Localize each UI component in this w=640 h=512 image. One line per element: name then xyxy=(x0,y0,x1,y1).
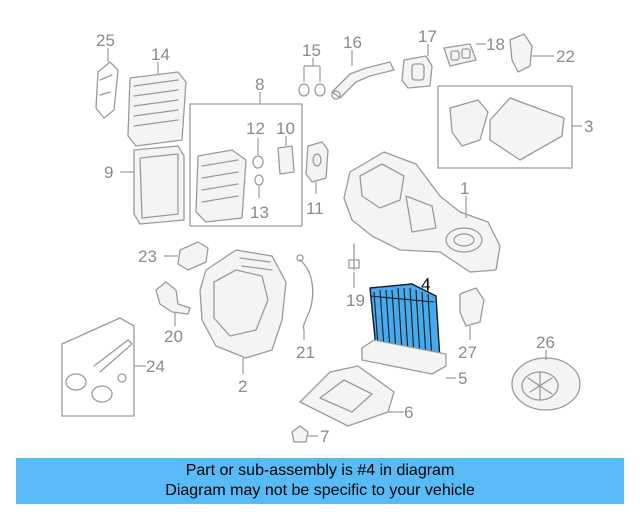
caption-banner: Part or sub-assembly is #4 in diagram Di… xyxy=(16,458,624,504)
part-16-pipe xyxy=(331,61,395,100)
part-26-blower-motor xyxy=(511,357,581,411)
callout-19: 19 xyxy=(346,291,365,310)
part-22-bracket xyxy=(509,33,533,73)
part-3-duct xyxy=(449,97,565,161)
caption-line-1: Part or sub-assembly is #4 in diagram xyxy=(185,462,455,479)
callout-25: 25 xyxy=(96,31,115,50)
part-1-housing xyxy=(343,151,501,273)
part-14-evaporator xyxy=(127,71,187,147)
callout-24: 24 xyxy=(146,357,165,376)
part-11-sensor xyxy=(305,141,329,183)
part-13-oring xyxy=(254,174,264,186)
part-10-valve xyxy=(277,145,295,175)
callout-22: 22 xyxy=(556,47,575,66)
part-6-cover xyxy=(299,365,395,427)
part-4-cabin-filter xyxy=(369,283,441,361)
part-17-gasket xyxy=(401,55,433,89)
callout-3: 3 xyxy=(584,117,593,136)
callout-21: 21 xyxy=(296,343,315,362)
callout-11: 11 xyxy=(306,199,324,218)
part-12-oring xyxy=(252,155,264,169)
callout-17: 17 xyxy=(418,27,437,46)
callout-23: 23 xyxy=(138,247,157,266)
part-23-motor xyxy=(177,241,209,271)
part-8-heater-core xyxy=(195,149,247,223)
part-21-hose xyxy=(296,254,314,331)
part-27-resistor xyxy=(459,287,485,327)
callout-16: 16 xyxy=(343,33,362,52)
callout-2: 2 xyxy=(238,377,247,396)
part-25-bracket xyxy=(95,61,119,119)
part-18-gasket xyxy=(443,43,477,67)
callout-8: 8 xyxy=(255,75,264,94)
callout-14: 14 xyxy=(151,45,170,64)
part-7-clip xyxy=(291,425,309,443)
part-5-tray xyxy=(361,339,447,375)
callout-10: 10 xyxy=(276,119,295,138)
callout-15: 15 xyxy=(302,41,321,60)
part-19-bolt xyxy=(348,243,360,271)
caption-line-2: Diagram may not be specific to your vehi… xyxy=(165,482,475,499)
callout-27: 27 xyxy=(458,343,477,362)
callout-6: 6 xyxy=(404,403,413,422)
callout-1: 1 xyxy=(460,179,469,198)
callout-13: 13 xyxy=(250,203,269,222)
part-15-orings xyxy=(298,83,326,97)
part-24-assembly xyxy=(61,317,135,417)
part-20-actuator xyxy=(155,281,191,315)
part-2-case xyxy=(199,249,287,359)
callout-20: 20 xyxy=(164,327,183,346)
callout-18: 18 xyxy=(486,35,505,54)
callout-26: 26 xyxy=(536,333,555,352)
callout-12: 12 xyxy=(246,119,265,138)
callout-5: 5 xyxy=(458,369,467,388)
part-9-seal xyxy=(133,145,185,225)
callout-9: 9 xyxy=(104,163,113,182)
parts-diagram: 25 14 8 12 13 10 9 11 1 xyxy=(61,27,593,446)
callout-7: 7 xyxy=(320,427,329,446)
callout-4: 4 xyxy=(421,275,430,294)
